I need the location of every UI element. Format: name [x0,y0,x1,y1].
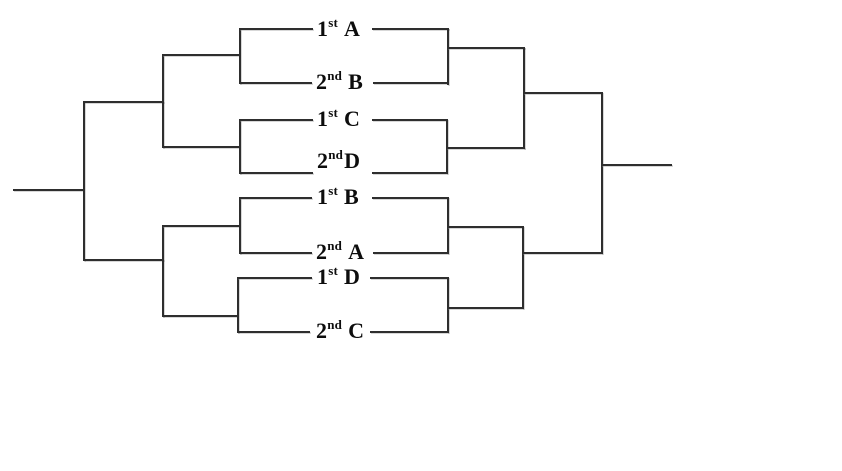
root-line [13,189,84,191]
entry4-left-line [239,172,313,174]
entry1-right-line [372,28,449,30]
entry7-left-line [237,277,312,279]
match4-left-vertical [237,277,239,333]
final-vertical [601,92,603,254]
entry-seed: 2 [316,239,328,264]
entry-ordinal: st [328,182,338,198]
entry-ordinal: nd [327,316,343,332]
match1-winner-line [447,47,525,49]
match4-winner-line [447,307,523,309]
entry-team: C [344,106,361,131]
entry7-right-line [370,277,448,279]
match2-winner-line [446,147,525,149]
match2-left-vertical [239,119,241,174]
entry-seed: 1 [317,106,329,131]
bottom-branch-line [84,259,164,261]
entry-ordinal: st [328,104,338,120]
entry3-left-line [239,119,313,121]
entry-seed: 1 [317,184,329,209]
bracket-entry-1st-D: 1st D [317,264,360,290]
bracket-entry-1st-B: 1st B [317,184,359,210]
champion-line [601,164,672,166]
entry-seed: 1 [317,264,329,289]
match3-feed-line [162,225,240,227]
match1-feed-line [162,54,240,56]
entry-team: B [348,69,363,94]
semifinal2-winner-line [522,252,602,254]
match2-right-vertical [446,119,448,174]
entry-seed: 2 [317,148,329,173]
match3-right-vertical [447,197,449,254]
root-vertical [83,101,85,261]
bracket-entry-2nd-B: 2nd B [316,69,363,95]
entry-ordinal: nd [327,67,343,83]
match3-winner-line [447,226,523,228]
entry-ordinal: nd [328,146,344,162]
semifinal1-winner-line [523,92,602,94]
match4-right-vertical [447,277,449,333]
entry-seed: 2 [316,69,328,94]
semifinal2-vertical [522,226,524,309]
entry-team: C [348,318,365,343]
entry-team: B [344,184,359,209]
entry-ordinal: st [328,262,338,278]
entry5-left-line [239,197,312,199]
entry8-left-line [237,331,310,333]
entry2-right-line [373,82,448,84]
match1-right-vertical [447,28,449,85]
entry-seed: 1 [317,16,329,41]
bracket-entry-1st-A: 1st A [317,16,360,42]
entry4-right-line [372,172,447,174]
entry6-right-line [373,252,448,254]
entry-ordinal: st [328,14,338,30]
bracket-entry-2nd-A: 2nd A [316,239,364,265]
bracket-entry-2nd-C: 2nd C [316,318,364,344]
entry6-left-line [239,252,312,254]
entry-ordinal: nd [327,237,343,253]
bottom-branch-vertical [162,225,164,317]
match2-feed-line [162,146,240,148]
entry8-right-line [370,331,448,333]
entry-team: D [344,148,361,173]
match1-left-vertical [239,28,241,84]
entry1-left-line [239,28,313,30]
entry5-right-line [372,197,448,199]
entry-team: D [344,264,361,289]
match4-feed-line [162,315,238,317]
top-branch-line [84,101,164,103]
entry-team: A [344,16,361,41]
entry3-right-line [372,119,447,121]
top-branch-vertical [162,54,164,148]
entry2-left-line [239,82,312,84]
entry-team: A [348,239,365,264]
entry-seed: 2 [316,318,328,343]
bracket-entry-1st-C: 1st C [317,106,360,132]
match3-left-vertical [239,197,241,254]
semifinal1-vertical [523,47,525,149]
bracket-entry-2nd-D: 2ndD [317,148,360,174]
